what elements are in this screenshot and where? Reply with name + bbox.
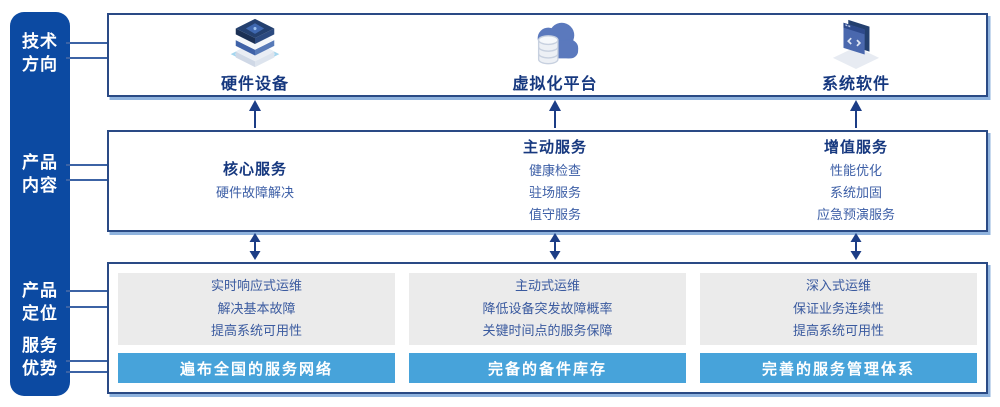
service-col-value-added: 增值服务 性能优化 系统加固 应急预演服务 [716,132,996,230]
advantage-banner-management: 完善的服务管理体系 [700,353,977,383]
connector-line [66,57,110,59]
cloud-database-icon [525,17,585,69]
position-line: 降低设备突发故障概率 [482,300,613,316]
connector-line [66,42,110,44]
position-line: 主动式运维 [514,278,580,294]
service-title-core: 核心服务 [222,160,287,178]
up-arrow-icon [850,100,862,128]
position-col-indepth: 深入式运维 保证业务连续性 提高系统可用性 完善的服务管理体系 [700,273,977,383]
up-arrow-icon [549,100,561,128]
sidebar-label-product-position: 产品 定位 [22,281,58,323]
sidebar-label-service-advantage: 服务 优势 [22,336,58,378]
tech-direction-panel: 硬件设备 虚拟化平台 [107,13,988,97]
service-item: 硬件故障解决 [215,184,294,200]
double-arrow-icon [249,233,261,260]
tech-label-hardware: 硬件设备 [220,75,289,93]
position-description: 实时响应式运维 解决基本故障 提高系统可用性 [118,273,395,345]
service-item: 应急预演服务 [816,207,895,223]
position-line: 深入式运维 [805,278,871,294]
service-item: 健康检查 [528,162,581,178]
connector-line [66,164,110,166]
service-item: 驻场服务 [528,184,581,200]
position-col-proactive: 主动式运维 降低设备突发故障概率 关键时间点的服务保障 完备的备件库存 [409,273,686,383]
advantage-banner-network: 遍布全国的服务网络 [118,353,395,383]
product-position-panel: 实时响应式运维 解决基本故障 提高系统可用性 遍布全国的服务网络 主动式运维 降… [107,262,988,394]
connector-line [66,179,110,181]
position-line: 实时响应式运维 [210,278,302,294]
service-title-active: 主动服务 [522,138,587,156]
position-line: 提高系统可用性 [210,323,302,339]
tech-col-software: 系统软件 [716,15,996,95]
up-arrow-icon [249,100,261,128]
position-line: 提高系统可用性 [792,323,884,339]
position-col-realtime: 实时响应式运维 解决基本故障 提高系统可用性 遍布全国的服务网络 [118,273,395,383]
connector-line [66,290,110,292]
tech-col-hardware: 硬件设备 [115,15,395,95]
category-sidebar: 技术 方向 产品 内容 产品 定位 服务 优势 [10,12,70,396]
service-col-core: 核心服务 硬件故障解决 [115,132,395,230]
position-line: 保证业务连续性 [792,300,884,316]
tech-label-virtualization: 虚拟化平台 [512,75,598,93]
double-arrow-icon [549,233,561,260]
service-item: 值守服务 [528,207,581,223]
software-window-icon [826,17,886,69]
service-item: 性能优化 [829,162,882,178]
service-title-value-added: 增值服务 [823,138,888,156]
tech-label-software: 系统软件 [821,75,890,93]
advantage-banner-spares: 完备的备件库存 [409,353,686,383]
sidebar-label-product-content: 产品 内容 [22,153,58,195]
server-stack-icon [225,17,285,69]
service-item: 系统加固 [829,184,882,200]
connector-line [66,360,110,362]
service-col-active: 主动服务 健康检查 驻场服务 值守服务 [415,132,695,230]
double-arrow-icon [850,233,862,260]
product-content-panel: 核心服务 硬件故障解决 主动服务 健康检查 驻场服务 值守服务 增值服务 性能优… [107,130,988,232]
position-line: 解决基本故障 [217,300,296,316]
connector-line [66,371,110,373]
sidebar-label-tech-direction: 技术 方向 [22,32,58,74]
tech-col-virtualization: 虚拟化平台 [415,15,695,95]
position-description: 主动式运维 降低设备突发故障概率 关键时间点的服务保障 [409,273,686,345]
position-line: 关键时间点的服务保障 [482,323,613,339]
position-description: 深入式运维 保证业务连续性 提高系统可用性 [700,273,977,345]
connector-line [66,306,110,308]
